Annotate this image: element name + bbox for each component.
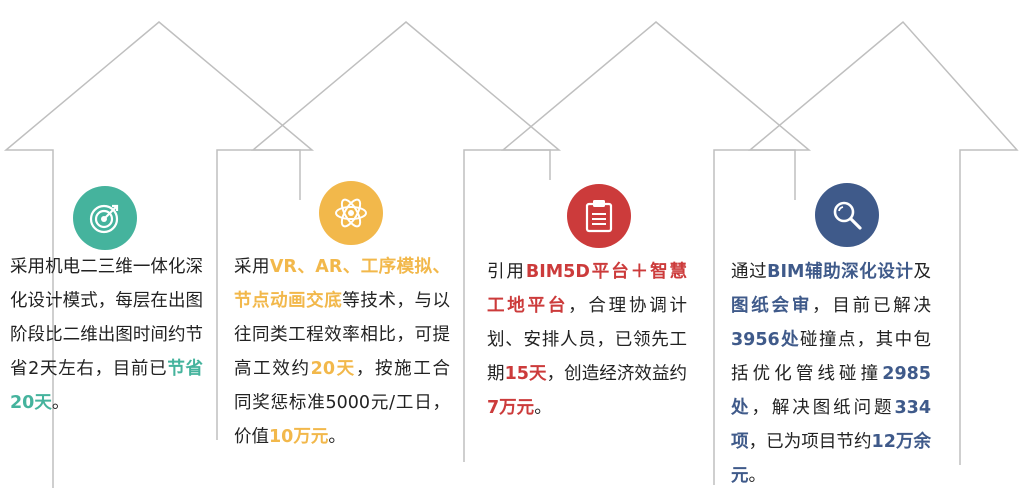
body-text: ，解决图纸问题: [751, 398, 895, 418]
body-text: 。: [748, 466, 767, 486]
body-text: 碰撞点，其中包括优化管线碰撞: [731, 330, 931, 384]
highlight-text: 7万元: [487, 398, 535, 418]
highlight-text: 334项: [731, 398, 932, 452]
highlight-text: BIM5D平台＋智慧工地平台: [487, 262, 688, 316]
panel-2-text: 采用VR、AR、工序模拟、节点动画交底等技术，与以往同类工程效率相比，可提高工效…: [234, 250, 450, 454]
highlight-text: 图纸会审: [731, 296, 813, 316]
panel-1-text: 采用机电二三维一体化深化设计模式，每层在出图阶段比二维出图时间约节省2天左右，目…: [10, 250, 203, 420]
body-text: ，目前已解决: [812, 296, 932, 316]
panel-4-icon-circle: [815, 183, 879, 247]
body-text: ，合理协调计划、安排人员，已领先工期: [487, 296, 688, 384]
body-text: 通过: [731, 262, 768, 282]
clipboard-icon: [585, 200, 613, 233]
panel-3-icon-circle: [567, 184, 631, 248]
body-text: 等技术，与以往同类工程效率相比，可提高工效约: [234, 291, 451, 379]
body-text: 。: [328, 427, 346, 447]
body-text: ，已为项目节约: [748, 432, 872, 452]
body-text: 。: [51, 393, 70, 413]
highlight-text: 2985处: [731, 364, 931, 418]
magnifier-icon: [833, 201, 862, 230]
body-text: 。: [534, 398, 552, 418]
body-text: 及: [913, 262, 932, 282]
body-text: 采用: [234, 257, 270, 277]
panel-1-icon-circle: [73, 186, 137, 250]
arrow-outline-1: [3, 21, 315, 488]
panel-4-text: 通过BIM辅助深化设计及图纸会审，目前已解决 3956处碰撞点，其中包括优化管线碰…: [731, 255, 931, 493]
highlight-text: 3956处: [731, 330, 801, 350]
body-text: 引用: [487, 262, 526, 282]
highlight-text: BIM辅助深化设计: [767, 262, 914, 282]
arrow-outline-4: [747, 20, 1019, 465]
atom-icon: [335, 198, 367, 228]
target-icon: [89, 204, 119, 234]
highlight-text: VR、AR、工序模拟、节点动画交底: [234, 257, 450, 311]
arrow-outline-3: [500, 21, 812, 485]
highlight-text: 12万余元: [731, 432, 932, 486]
body-text: 采用机电二三维一体化深化设计模式，每层在出图阶段比二维出图时间约节省2天左右，目…: [10, 257, 203, 379]
highlight-text: 10万元: [269, 427, 329, 447]
body-text: ，创造经济效益约: [546, 364, 688, 384]
panel-2-icon-circle: [319, 181, 383, 245]
panel-3-text: 引用BIM5D平台＋智慧工地平台，合理协调计划、安排人员，已领先工期15天，创造…: [487, 255, 687, 425]
highlight-text: 15天: [504, 364, 547, 384]
body-text: ，按施工合同奖惩标准5000元/工日，价值: [234, 359, 450, 447]
highlight-text: 20天: [310, 359, 356, 379]
highlight-text: 节省20天: [10, 359, 203, 413]
arrow-outline-2: [250, 21, 562, 462]
